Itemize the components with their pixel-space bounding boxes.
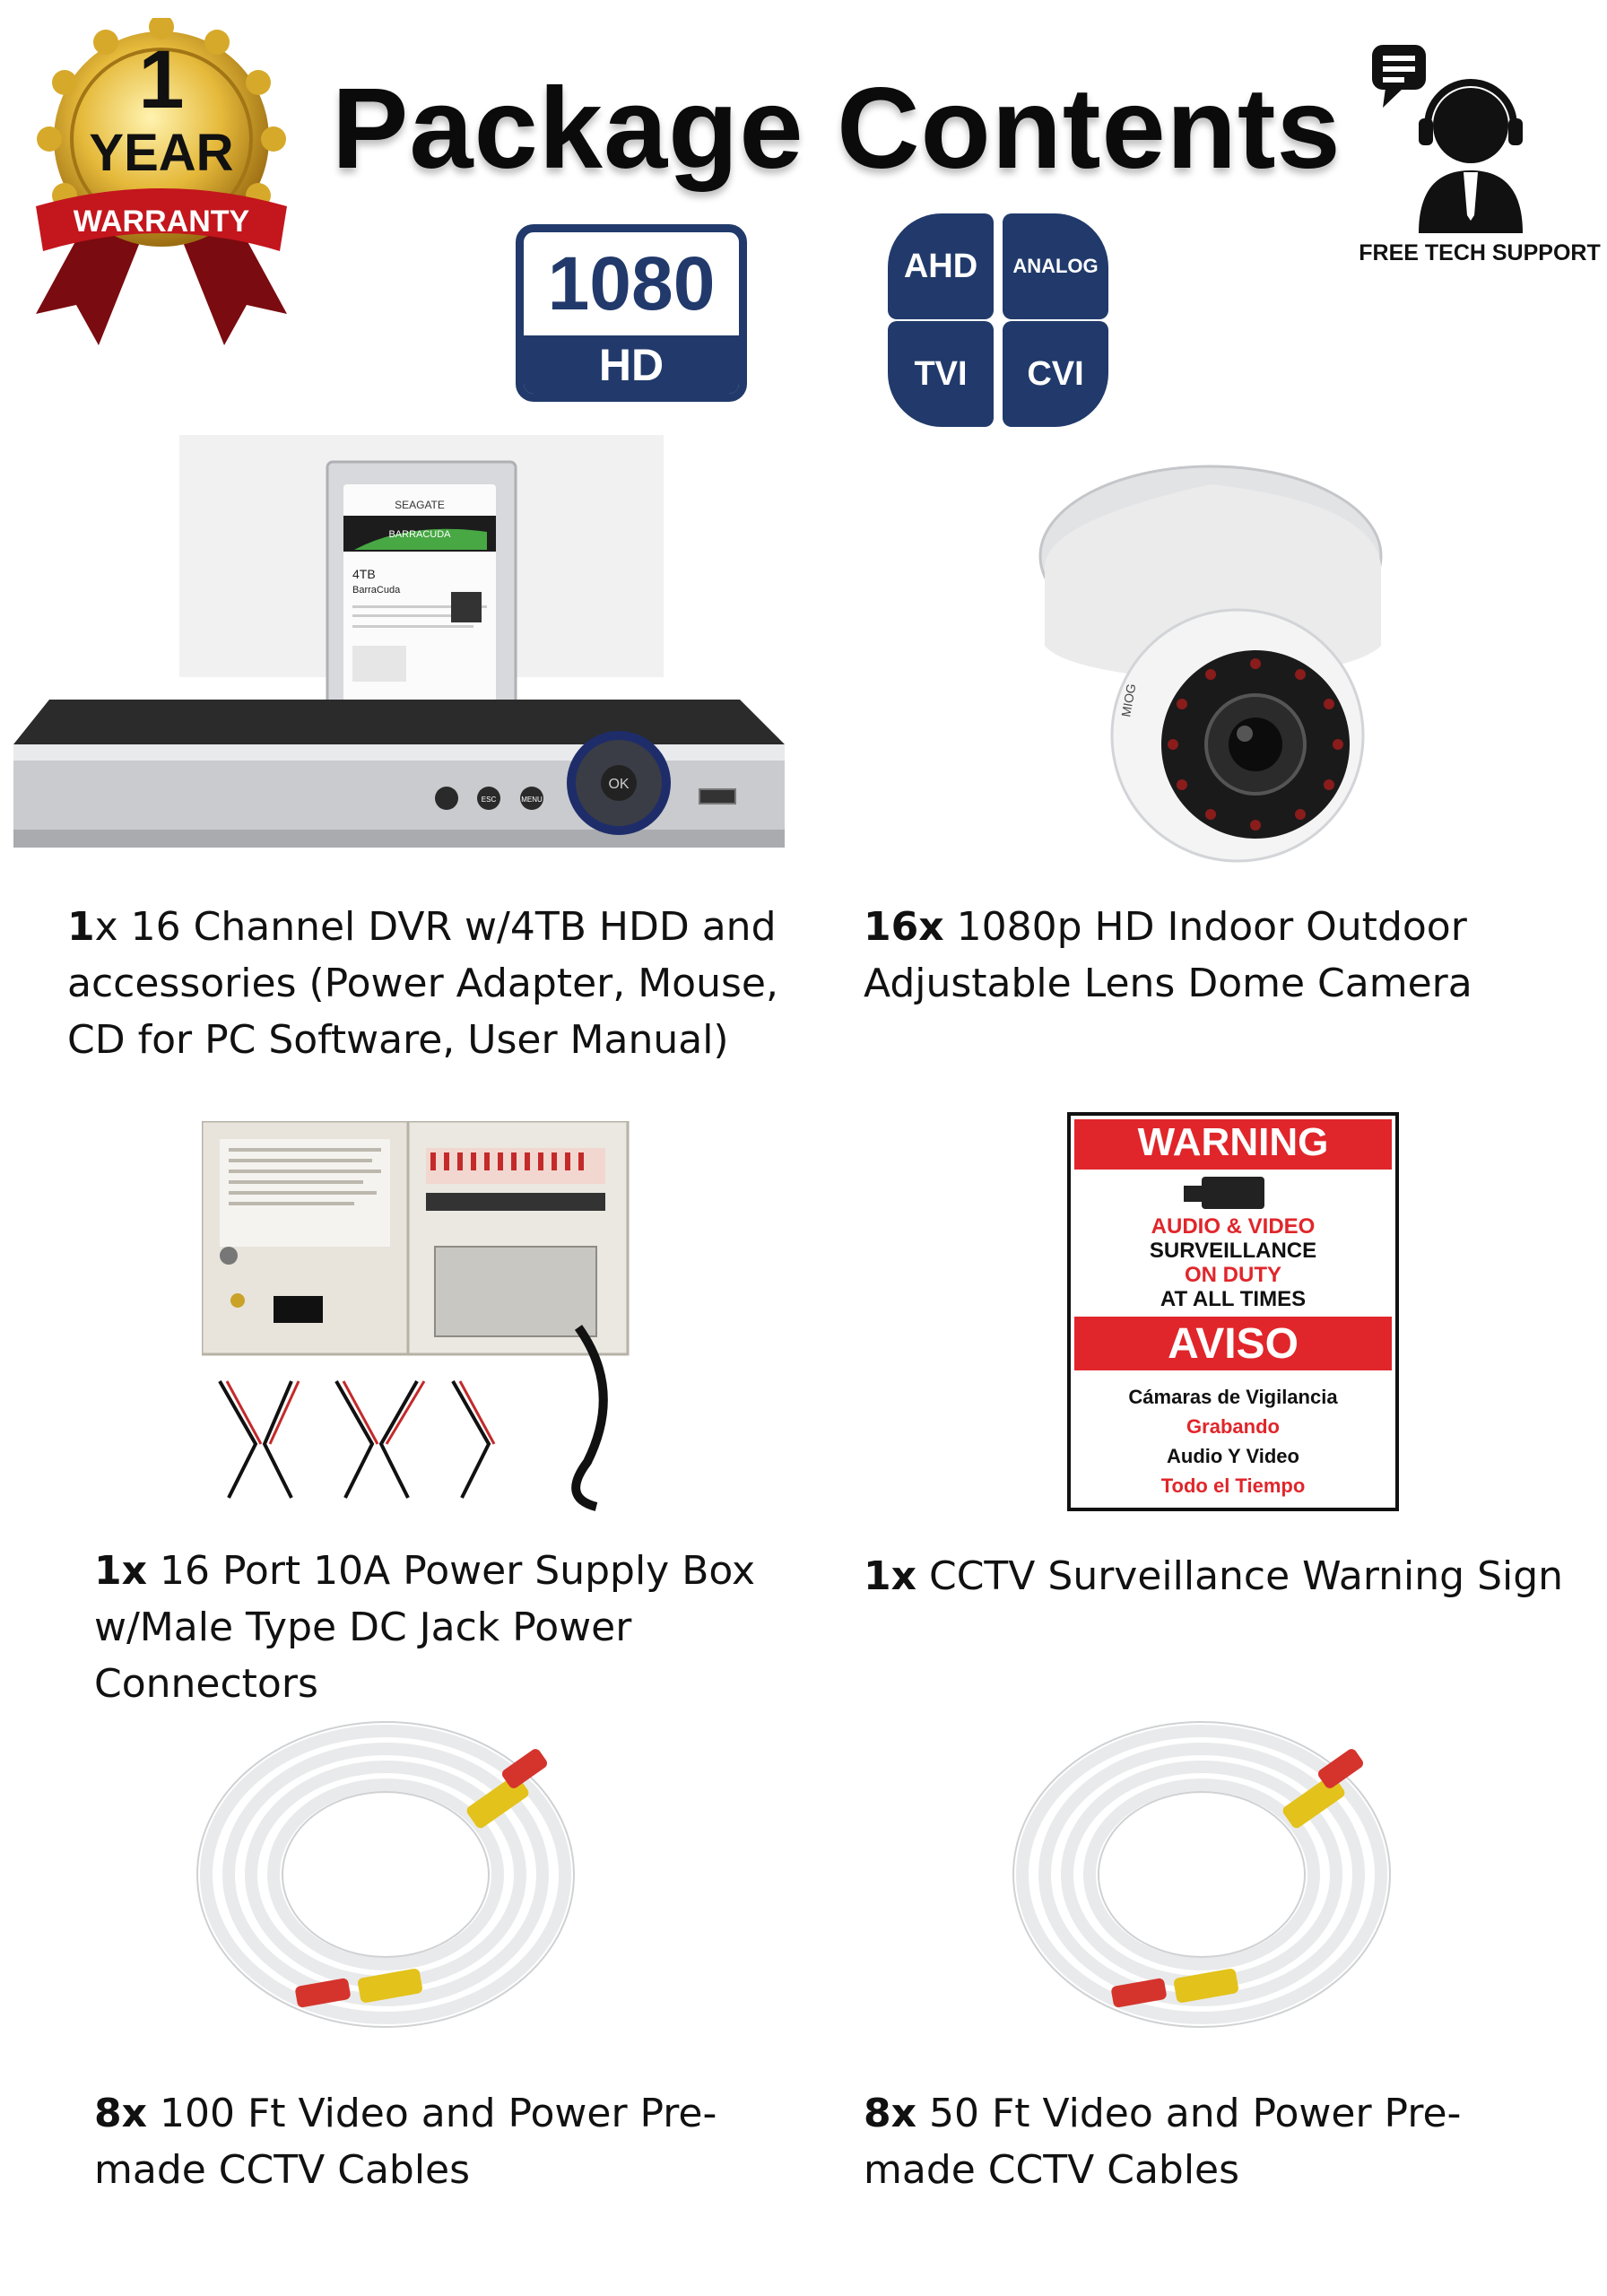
- headset-support-icon: [1372, 45, 1523, 233]
- warning-line4: AT ALL TIMES: [1160, 1287, 1306, 1311]
- warranty-badge: 1 YEAR WARRANTY: [36, 18, 287, 345]
- cable-coil-50ft-image: [1012, 1721, 1391, 2028]
- product-qty-suffix-dvr: x: [94, 904, 118, 950]
- power-supply-image: [202, 1121, 630, 1511]
- hd-label: HD: [524, 335, 739, 394]
- product-qty-dvr: 1: [67, 904, 95, 950]
- camera-label: MIOG: [1118, 683, 1138, 718]
- format-badge-tvi: TVI: [888, 321, 994, 427]
- product-caption-warning-sign: 1x CCTV Surveillance Warning Sign: [864, 1548, 1581, 1605]
- hdd-model: BARRACUDA: [388, 529, 451, 540]
- hdd-brand: SEAGATE: [395, 499, 445, 511]
- warning-line3: ON DUTY: [1185, 1263, 1281, 1287]
- product-text-dvr: 16 Channel DVR w/4TB HDD and accessories…: [67, 904, 778, 1063]
- product-caption-cable-100ft: 8x 100 Ft Video and Power Pre-made CCTV …: [94, 2085, 722, 2198]
- product-text-power-supply: 16 Port 10A Power Supply Box w/Male Type…: [94, 1548, 755, 1707]
- product-qty-camera: 16x: [864, 904, 944, 950]
- dome-camera-image: MIOG: [1038, 465, 1383, 863]
- free-tech-support-label: FREE TECH SUPPORT: [1359, 240, 1601, 265]
- spanish-line3: Audio Y Video: [1167, 1445, 1299, 1467]
- product-caption-power-supply: 1x 16 Port 10A Power Supply Box w/Male T…: [94, 1543, 776, 1712]
- format-badge-ahd: AHD: [888, 213, 994, 319]
- hdd-name: BarraCuda: [352, 585, 401, 596]
- cable-coil-100ft-image: [196, 1721, 575, 2028]
- dvr-menu-label: MENU: [521, 796, 543, 804]
- product-caption-camera: 16x 1080p HD Indoor Outdoor Adjustable L…: [864, 899, 1509, 1012]
- product-text-cable-100ft: 100 Ft Video and Power Pre-made CCTV Cab…: [94, 2091, 717, 2193]
- spanish-line1: Cámaras de Vigilancia: [1128, 1386, 1338, 1408]
- badge-unit: YEAR: [89, 124, 233, 182]
- product-text-cable-50ft: 50 Ft Video and Power Pre-made CCTV Cabl…: [864, 2091, 1462, 2193]
- badge-number: 1: [138, 34, 184, 126]
- product-qty-cable-100ft: 8x: [94, 2091, 147, 2136]
- spanish-line2: Grabando: [1186, 1415, 1280, 1438]
- product-caption-dvr: 1x 16 Channel DVR w/4TB HDD and accessor…: [67, 899, 785, 1068]
- product-caption-cable-50ft: 8x 50 Ft Video and Power Pre-made CCTV C…: [864, 2085, 1491, 2198]
- product-text-warning-sign: CCTV Surveillance Warning Sign: [916, 1553, 1564, 1599]
- warning-line1: AUDIO & VIDEO: [1151, 1214, 1316, 1239]
- warning-line2: SURVEILLANCE: [1150, 1239, 1316, 1263]
- hdd-capacity: 4TB: [352, 567, 376, 581]
- warning-sign-image: WARNING AUDIO & VIDEO SURVEILLANCE ON DU…: [1067, 1112, 1399, 1511]
- product-qty-power-supply: 1x: [94, 1548, 147, 1594]
- hd-number: 1080: [547, 241, 716, 326]
- dvr-esc-label: ESC: [482, 796, 497, 804]
- product-text-camera: 1080p HD Indoor Outdoor Adjustable Lens …: [864, 904, 1472, 1006]
- product-qty-cable-50ft: 8x: [864, 2091, 916, 2136]
- spanish-line4: Todo el Tiempo: [1161, 1474, 1306, 1497]
- warning-header: WARNING: [1138, 1120, 1329, 1164]
- format-badge-cvi: CVI: [1003, 321, 1108, 427]
- product-qty-warning-sign: 1x: [864, 1553, 916, 1599]
- format-badge-analog: ANALOG: [1003, 213, 1108, 319]
- page-title: Package Contents: [332, 65, 1342, 193]
- badge-ribbon: WARRANTY: [74, 204, 250, 239]
- aviso-header: AVISO: [1168, 1320, 1299, 1368]
- dvr-hdd-image: SEAGATE BARRACUDA 4TB BarraCuda ESC MENU…: [13, 435, 785, 848]
- dvr-ok-label: OK: [608, 777, 629, 792]
- hd-1080-badge: 1080 HD: [516, 224, 747, 402]
